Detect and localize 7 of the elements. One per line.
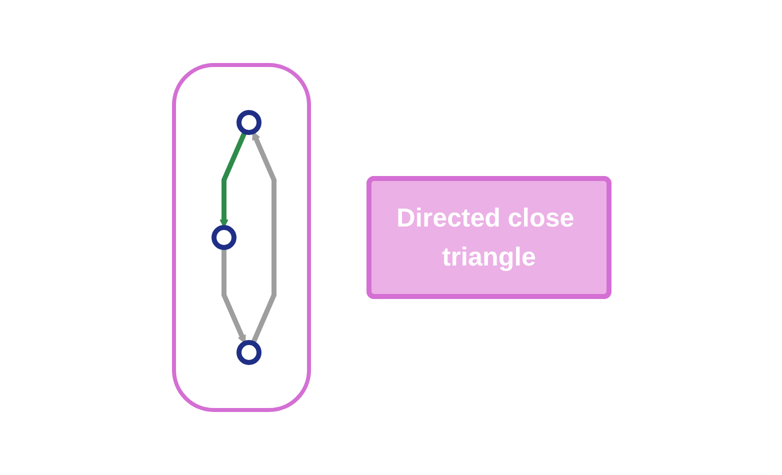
arrow xyxy=(221,248,246,344)
cluster xyxy=(172,63,310,412)
node-circle xyxy=(211,225,236,250)
node-circle xyxy=(236,110,261,135)
arrow xyxy=(219,130,247,228)
node-circle xyxy=(236,340,261,365)
arrow xyxy=(250,131,276,344)
